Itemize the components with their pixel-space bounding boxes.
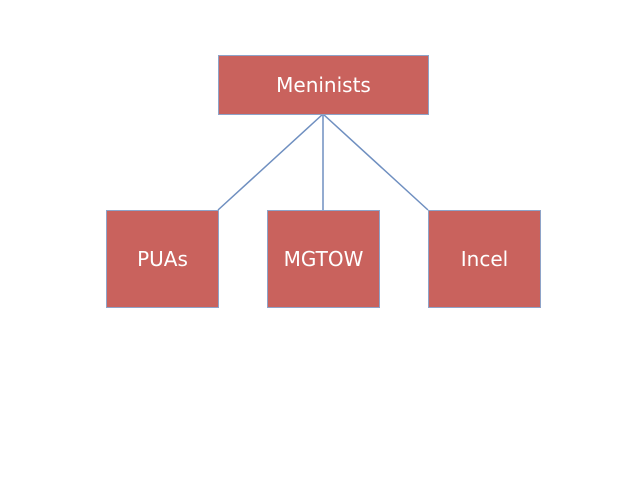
node-meninists: Meninists — [218, 55, 429, 115]
node-incel: Incel — [428, 210, 541, 308]
node-puas: PUAs — [106, 210, 219, 308]
connector-incel — [322, 113, 429, 211]
node-label: PUAs — [137, 247, 188, 271]
node-label: MGTOW — [283, 247, 364, 271]
node-label: Incel — [460, 247, 509, 271]
node-mgtow: MGTOW — [267, 210, 380, 308]
connector-puas — [217, 113, 324, 211]
node-label: Meninists — [276, 73, 371, 97]
